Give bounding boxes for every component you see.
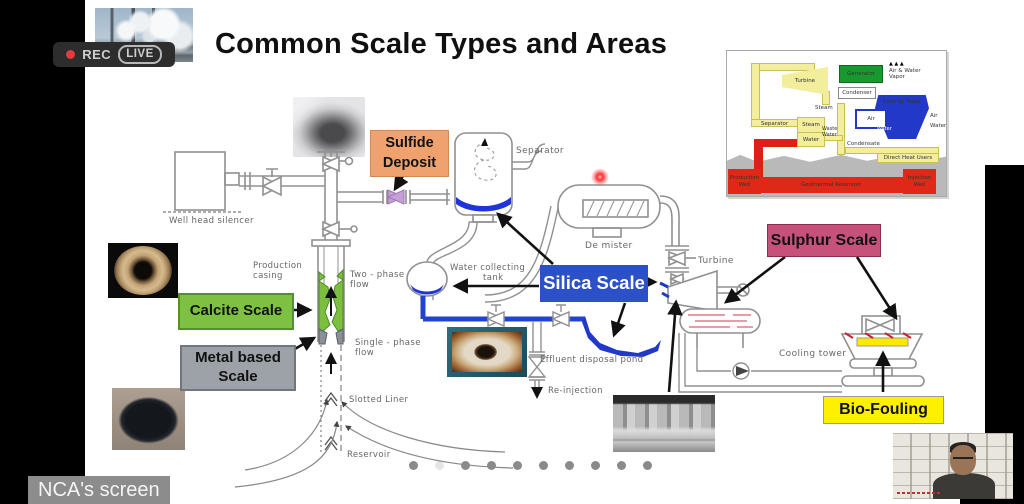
condenser <box>679 308 761 348</box>
label-production-casing-2: casing <box>253 271 283 281</box>
reinjection-branch <box>527 322 547 399</box>
metal-scale-photo <box>112 388 185 450</box>
inset-air-box: Air <box>855 109 887 129</box>
rec-label: REC <box>82 47 112 62</box>
inset-separator-box: Steam Water <box>797 117 825 147</box>
inset-production-well: Production Well <box>728 169 761 194</box>
label-cooling-tower: Cooling tower <box>779 349 847 359</box>
wellhead-valves <box>317 149 450 240</box>
inset-air-right: Air <box>930 113 938 119</box>
letterbox-corner <box>960 497 1024 504</box>
slide-dot <box>539 461 548 470</box>
slide-dot <box>643 461 652 470</box>
inset-separator-label: Separator <box>761 121 789 127</box>
inset-vapor-label: ▲ ▲ ▲ Air & Water Vapor <box>889 61 943 80</box>
sulphur-scale-label: Sulphur Scale <box>767 224 881 257</box>
inset-production-pipe <box>754 139 803 147</box>
well-head-silencer <box>163 151 325 213</box>
label-single-phase-1: Single - phase <box>355 338 421 348</box>
brine-line <box>420 296 661 399</box>
label-de-mister: De mister <box>585 241 633 251</box>
live-badge: LIVE <box>118 45 162 64</box>
de-mister-vessel <box>557 184 680 246</box>
sulfide-deposit-photo <box>293 97 365 157</box>
slide-dot <box>513 461 522 470</box>
cooling-loop-pipes <box>678 333 842 393</box>
label-two-phase-1: Two - phase <box>350 270 405 280</box>
silica-scale-photo <box>447 327 527 377</box>
label-single-phase-2: flow <box>355 348 375 358</box>
slide-dot <box>487 461 496 470</box>
water-collecting-tank <box>406 261 448 297</box>
separator-vessel <box>454 132 513 223</box>
biofouling-label: Bio-Fouling <box>823 396 944 424</box>
rec-dot-icon <box>66 50 76 59</box>
screen-share-area: Common Scale Types and Areas <box>85 0 1024 504</box>
inset-production-pipe <box>754 139 763 177</box>
plant-schematic <box>163 132 925 488</box>
laser-pointer-dot <box>591 168 609 186</box>
slide-dot <box>409 461 418 470</box>
inset-pipe <box>837 103 845 155</box>
silica-deposit-marks <box>659 281 670 299</box>
slide-dot <box>461 461 470 470</box>
inset-condensate-label: Condensate <box>847 141 880 147</box>
label-reinjection: Re-injection <box>548 386 603 396</box>
calcite-scale-label: Calcite Scale <box>178 293 294 330</box>
vapor-arrows-icon: ▲ ▲ ▲ <box>889 61 904 67</box>
metal-scale-label: Metal based Scale <box>180 345 296 391</box>
inset-geothermal-reservoir: Geothermal Reservoir <box>737 177 925 193</box>
sulfide-deposit-label: Sulfide Deposit <box>370 130 449 177</box>
label-slotted-liner: Slotted Liner <box>349 395 409 405</box>
sulfide-deposit-valve <box>386 189 406 205</box>
inset-waste-water-label: Waste Water <box>822 126 838 138</box>
label-production-casing-1: Production <box>253 261 303 271</box>
metal-scale-deposits <box>318 328 344 345</box>
slide-title: Common Scale Types and Areas <box>215 28 668 60</box>
label-reservoir: Reservoir <box>347 450 391 460</box>
participant-glasses <box>953 457 973 462</box>
callout-arrows <box>291 173 898 393</box>
geothermal-cycle-inset: Geothermal Reservoir Production Well Inj… <box>726 50 947 197</box>
biofouling-photo <box>613 395 715 452</box>
inset-water-in-tower: Water <box>877 126 892 132</box>
inset-water-right: Water <box>930 123 947 129</box>
inset-condenser: Condenser <box>838 87 876 99</box>
label-well-head-silencer: Well head silencer <box>169 216 254 226</box>
slide-dot <box>565 461 574 470</box>
participant-body <box>933 473 995 499</box>
slide-dot <box>435 461 444 470</box>
silica-scale-label: Silica Scale <box>540 265 648 302</box>
label-water-tank-1: Water collecting <box>450 263 526 273</box>
screen-share-name: NCA's screen <box>28 476 170 504</box>
participant-video-tile[interactable] <box>893 433 1013 499</box>
inset-steam-label: Steam <box>815 105 833 111</box>
participant-name-watermark <box>897 492 941 494</box>
recording-indicator: REC LIVE <box>53 42 175 67</box>
slide-dots <box>409 461 652 470</box>
label-two-phase-2: flow <box>350 280 370 290</box>
slide-dot <box>617 461 626 470</box>
process-pipes <box>420 143 559 303</box>
participant-face <box>950 445 976 475</box>
label-water-tank-2: tank <box>483 273 504 283</box>
label-turbine: Turbine <box>698 256 734 266</box>
reservoir-flow-lines <box>234 398 514 488</box>
inset-generator: Generator <box>839 65 883 83</box>
label-effluent-pond: Effluent disposal pond <box>540 355 644 365</box>
inset-direct-heat-users: Direct Heat Users <box>877 153 939 163</box>
effluent-pond-shape <box>582 316 661 357</box>
slide-dot <box>591 461 600 470</box>
calcite-scale-photo <box>108 243 178 298</box>
inset-injection-well: Injection Well <box>903 169 936 194</box>
label-separator: Separator <box>516 146 565 156</box>
